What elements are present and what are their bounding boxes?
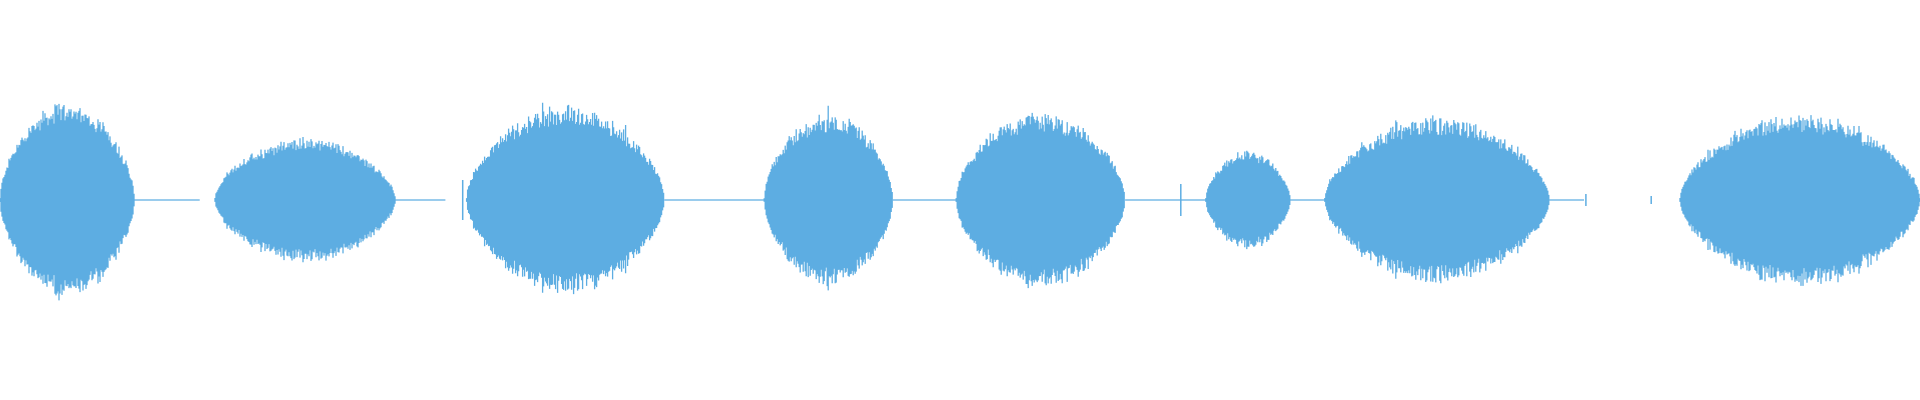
waveform-segment [1679, 115, 1920, 286]
waveform-peaks [1205, 150, 1291, 250]
waveform-peaks [955, 112, 1125, 289]
waveform-layer [0, 102, 1920, 301]
waveform-segment [955, 112, 1125, 289]
waveform-segment [214, 137, 396, 263]
waveform-segment [1205, 150, 1291, 250]
waveform-segment [0, 103, 135, 301]
waveform-segment [465, 102, 665, 295]
waveform-peaks [465, 102, 665, 295]
waveform-segment [763, 105, 893, 291]
waveform-peaks [1679, 115, 1920, 286]
waveform-peaks [0, 103, 135, 301]
waveform-peaks [1324, 115, 1550, 284]
waveform-peaks [763, 105, 893, 291]
waveform-peaks [214, 137, 396, 263]
waveform-segment [1324, 115, 1550, 284]
